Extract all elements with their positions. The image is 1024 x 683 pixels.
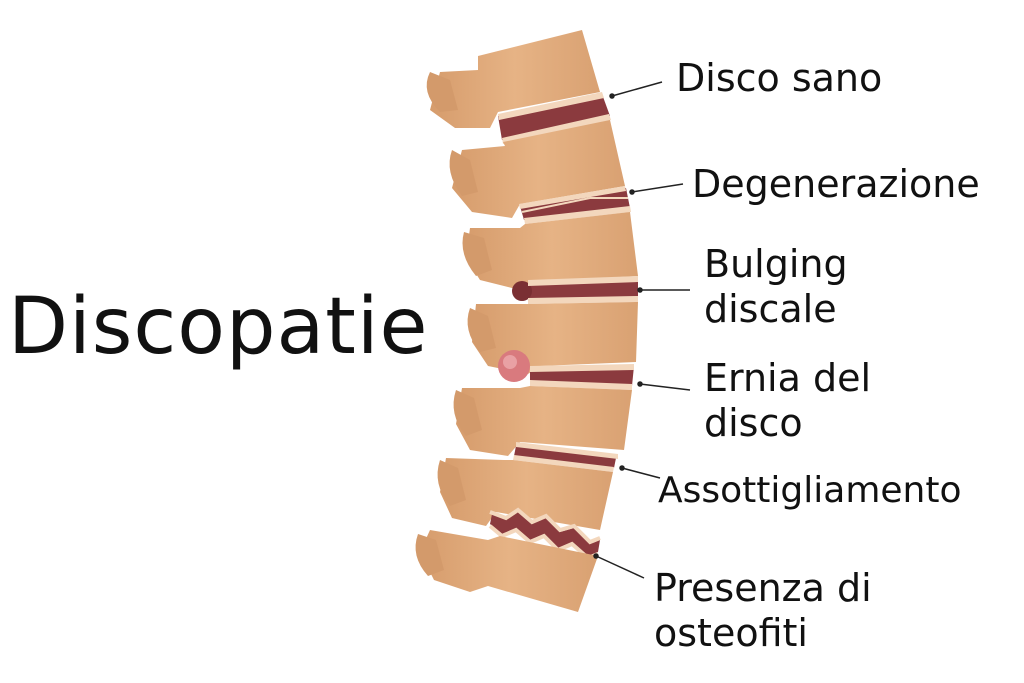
diagram-title: Discopatie [8,282,429,372]
label-line: Disco sano [676,56,883,100]
label-line: Degenerazione [692,162,980,206]
vertebra-5 [453,386,632,456]
disc-degenerazione [519,186,631,224]
label-line: disco [704,401,803,445]
label-line: osteofiti [654,611,808,655]
vertebra-3 [462,212,638,290]
label-ernia-del-disco: Ernia del disco [704,356,871,446]
leader-degenerazione [631,183,684,193]
label-line: Presenza di [654,566,872,610]
vertebra-7 [415,530,598,612]
label-presenza-di-osteofiti: Presenza di osteofiti [654,566,872,656]
vertebra-2 [449,120,625,218]
vertebra-1 [426,30,600,128]
leader-disco-sano [611,81,663,97]
leader-ernia [639,383,691,391]
label-disco-sano: Disco sano [676,56,882,101]
label-line: Ernia del [704,356,872,400]
disc-bulging [512,276,638,304]
leader-assottigliamento [621,467,661,479]
disc-ernia [498,350,634,390]
leader-lines [593,81,691,579]
leader-osteofiti [595,555,645,579]
disc-assottigliamento [513,442,618,472]
label-line: Assottigliamento [658,470,962,511]
label-line: discale [704,287,837,331]
label-assottigliamento: Assottigliamento [658,468,962,513]
disc-healthy [498,92,611,144]
vertebra-4 [467,302,638,374]
label-bulging-discale: Bulging discale [704,242,848,332]
vertebra-6 [437,458,613,530]
label-degenerazione: Degenerazione [692,162,980,207]
label-line: Bulging [704,242,848,286]
